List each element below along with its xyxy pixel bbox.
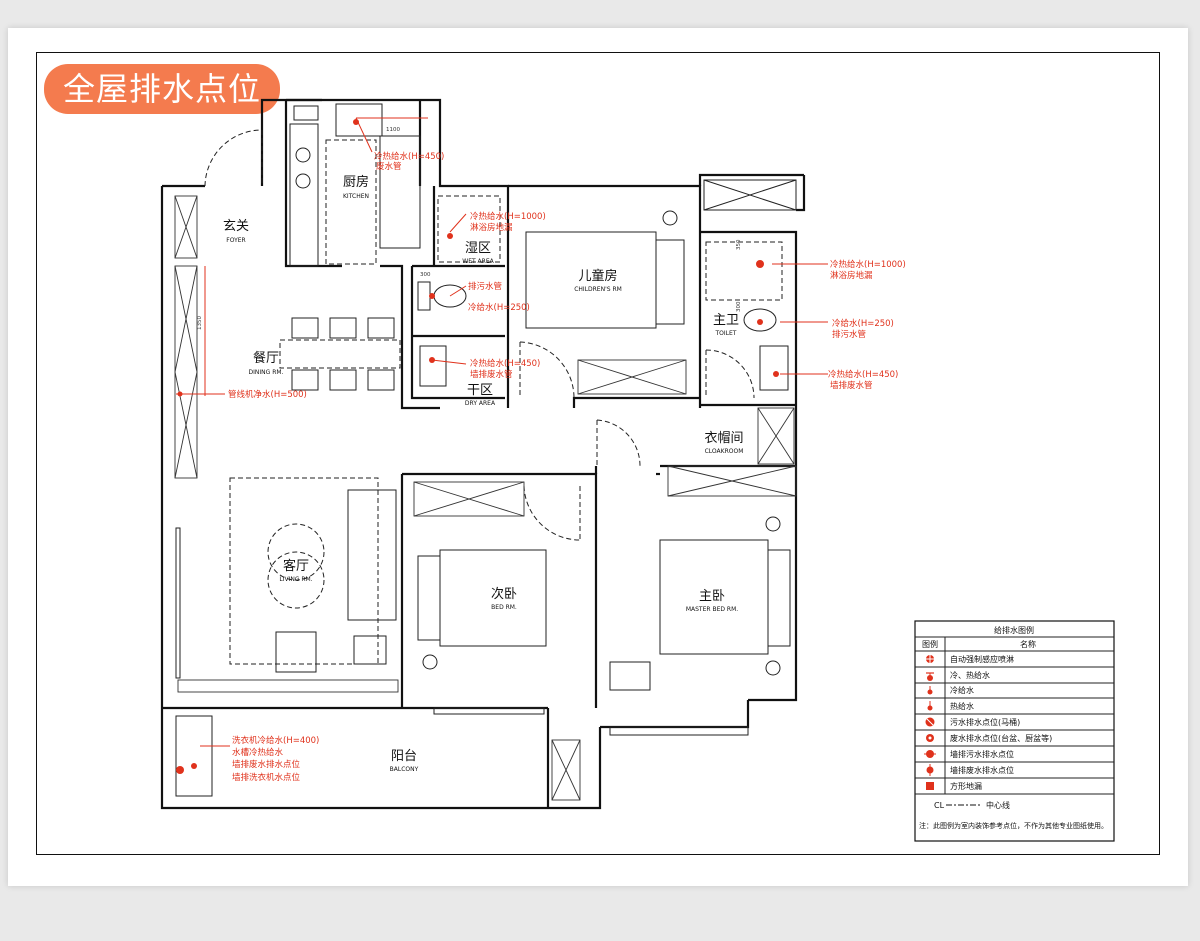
legend-item-label: 墙排污水排水点位 xyxy=(950,749,1014,759)
room-label-children: 儿童房 xyxy=(578,268,617,284)
annotation-toilet-floor-drain: 淋浴房地漏 xyxy=(830,270,873,281)
annotation-toilet-supply: 冷热给水(H=1000) xyxy=(830,259,906,270)
legend-item-label: 废水排水点位(台盆、厨盆等) xyxy=(950,733,1052,743)
room-label-kitchen-en: KITCHEN xyxy=(343,193,369,200)
drawing-title: 全屋排水点位 xyxy=(44,64,280,114)
room-label-living: 客厅 xyxy=(283,558,309,574)
drawing-frame xyxy=(36,52,1160,855)
room-label-cloakroom: 衣帽间 xyxy=(704,430,743,446)
legend-item-label: 污水排水点位(马桶) xyxy=(950,717,1020,727)
annotation-wet-cold: 冷给水(H=250) xyxy=(468,302,530,313)
legend-item-label: 墙排废水排水点位 xyxy=(950,765,1014,775)
furniture xyxy=(174,103,797,801)
legend-item-label: 自动强制感应喷淋 xyxy=(950,654,1014,664)
dimension-label: 300 xyxy=(736,301,742,312)
annotation-balcony-sink: 水槽冷热给水 xyxy=(232,747,284,758)
doors xyxy=(204,129,755,541)
annotation-dry-supply: 冷热给水(H=450) xyxy=(470,358,540,369)
hot-cold-water-icon xyxy=(926,672,934,681)
room-label-toilet-en: TOILET xyxy=(715,330,737,337)
annotation-dry-drain: 墙排废水管 xyxy=(470,369,513,380)
legend-item-label: 冷给水 xyxy=(950,685,974,695)
legend-title: 给排水图例 xyxy=(994,625,1034,635)
legend-note: 注：此图例为室内装饰参考点位，不作为其他专业图纸使用。 xyxy=(919,821,1108,830)
annotation-balcony-wall-drain: 墙排废水排水点位 xyxy=(232,759,301,770)
room-label-toilet: 主卫 xyxy=(713,313,739,328)
annotation-toilet-wall-drain: 墙排废水管 xyxy=(830,380,873,391)
centerline-label: 中心线 xyxy=(986,800,1010,810)
room-label-bed-en: BED RM. xyxy=(491,604,517,611)
room-label-balcony-en: BALCONY xyxy=(390,766,419,773)
room-label-bed: 次卧 xyxy=(491,586,517,602)
room-label-wet: 湿区 xyxy=(465,241,491,256)
dimension-label: 300 xyxy=(420,272,431,278)
room-label-dining-en: DINING RM. xyxy=(249,369,284,376)
room-label-cloakroom-en: CLOAKROOM xyxy=(705,448,744,455)
room-label-balcony: 阳台 xyxy=(391,749,417,764)
annotation-balcony-washer-drain: 墙排洗衣机水点位 xyxy=(232,772,301,783)
annotation-toilet-cold: 冷给水(H=250) xyxy=(832,318,894,329)
walls xyxy=(160,98,806,810)
auto-sensor-sprinkler-icon xyxy=(926,655,934,663)
legend-col-name: 名称 xyxy=(1020,639,1036,649)
square-floor-drain-icon xyxy=(926,782,934,790)
annotation-kitchen-supply: 冷热给水(H=450) xyxy=(374,151,444,162)
annotation-kitchen-drain: 废水管 xyxy=(376,161,402,172)
plumbing-leaders xyxy=(176,117,828,774)
dimension-label: 350 xyxy=(736,239,742,250)
wall-sewage-drain-icon xyxy=(924,750,936,758)
cold-water-icon xyxy=(927,686,933,695)
waste-drain-icon xyxy=(926,734,934,742)
legend-item-label: 方形地漏 xyxy=(950,781,982,791)
annotation-toilet-sewage: 排污水管 xyxy=(832,329,866,340)
legend-col-icon: 图例 xyxy=(922,639,938,649)
room-label-living-en: LIVING RM. xyxy=(279,576,312,583)
annotation-toilet-basin-supply: 冷热给水(H=450) xyxy=(828,369,898,380)
room-label-wet-en: WET AREA xyxy=(462,258,494,265)
annotation-balcony-washer: 洗衣机冷给水(H=400) xyxy=(232,735,319,746)
room-label-master: 主卧 xyxy=(699,589,725,604)
sewage-drain-icon xyxy=(925,717,935,727)
legend-item-label: 冷、热给水 xyxy=(950,670,990,680)
hot-water-icon xyxy=(927,701,933,711)
room-label-dry-en: DRY AREA xyxy=(465,400,496,407)
room-label-dry: 干区 xyxy=(467,383,493,398)
room-label-foyer: 玄关 xyxy=(223,219,249,234)
centerline-symbol: CL xyxy=(934,801,945,810)
dimension-label: 1100 xyxy=(386,127,400,133)
room-label-dining: 餐厅 xyxy=(253,350,279,366)
room-label-master-en: MASTER BED RM. xyxy=(686,606,738,613)
annotation-wet-sewage: 排污水管 xyxy=(468,281,502,292)
room-label-children-en: CHILDREN'S RM xyxy=(574,286,622,293)
legend-item-label: 热给水 xyxy=(950,701,974,711)
wall-waste-drain-icon xyxy=(926,764,934,776)
room-label-foyer-en: FOYER xyxy=(226,237,245,244)
annotation-wet-floor-drain: 淋浴房地漏 xyxy=(470,222,513,233)
legend-table: 给排水图例 图例 名称 自动强制感应喷淋 冷、热给水 冷给水 热给水 污水排水点… xyxy=(914,620,1115,842)
dimension-label: 1350 xyxy=(197,316,203,330)
annotation-dining-purifier: 管线机净水(H=500) xyxy=(228,389,307,400)
annotation-wet-supply: 冷热给水(H=1000) xyxy=(470,211,546,222)
room-label-kitchen: 厨房 xyxy=(343,174,369,190)
